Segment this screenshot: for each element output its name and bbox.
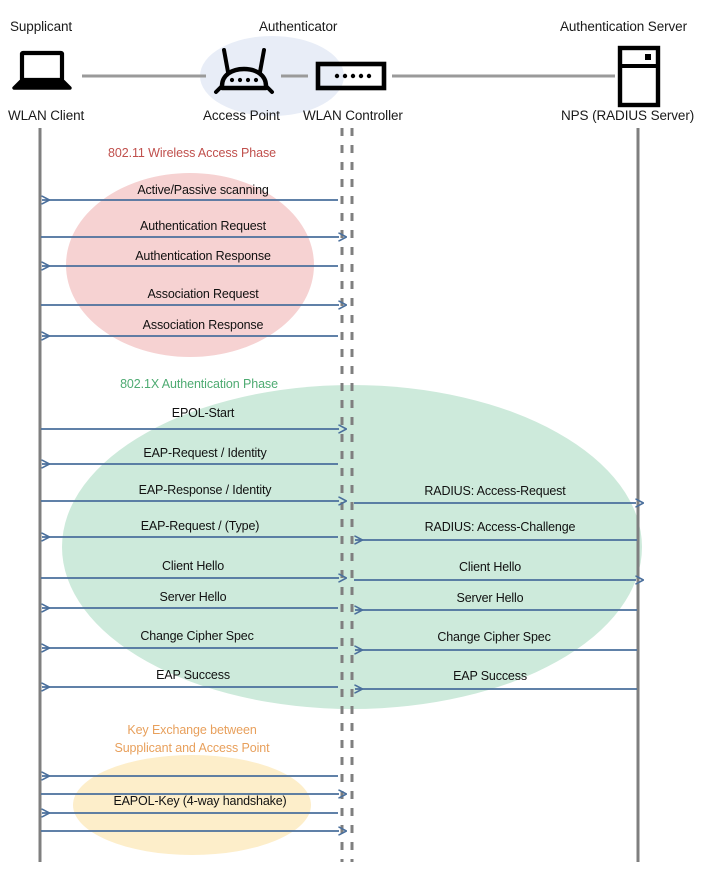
msg-label-eap-success-left: EAP Success	[156, 668, 230, 682]
actor-role-supplicant: Supplicant	[10, 19, 73, 34]
msg-label-client-hello-right: Client Hello	[458, 560, 522, 574]
dot1x-phase-ellipse	[62, 385, 642, 709]
phase-label-key-exchange-line1: Key Exchange between	[127, 723, 257, 737]
msg-label-eap-success-right: EAP Success	[453, 669, 527, 683]
msg-label-authentication-response: Authentication Response	[135, 249, 271, 263]
actor-name-wlan-client: WLAN Client	[8, 108, 85, 123]
msg-label-radius-access-challenge: RADIUS: Access-Challenge	[424, 520, 576, 534]
actor-name-access-point: Access Point	[203, 108, 280, 123]
server-icon	[617, 45, 661, 108]
access-point-icon	[214, 48, 274, 94]
actor-role-authenticator: Authenticator	[259, 19, 338, 34]
actor-name-nps-radius-server: NPS (RADIUS Server)	[561, 108, 695, 123]
msg-label-active-passive-scanning: Active/Passive scanning	[137, 183, 269, 197]
msg-label-eap-request-type: EAP-Request / (Type)	[140, 519, 260, 533]
dot1x-right-arrows	[354, 503, 637, 689]
phase-label-dot1x: 802.1X Authentication Phase	[120, 377, 278, 391]
msg-label-eap-response-identity: EAP-Response / Identity	[138, 483, 272, 497]
msg-label-server-hello-left: Server Hello	[159, 590, 227, 604]
laptop-icon	[12, 50, 72, 90]
msg-label-association-response: Association Response	[142, 318, 264, 332]
actor-role-authentication-server: Authentication Server	[560, 19, 687, 34]
msg-label-authentication-request: Authentication Request	[140, 219, 266, 233]
msg-label-server-hello-right: Server Hello	[456, 591, 524, 605]
phase-label-key-exchange: Key Exchange between Supplicant and Acce…	[77, 721, 307, 757]
msg-label-epol-start: EPOL-Start	[171, 406, 235, 420]
wireless-phase-arrows	[41, 200, 339, 336]
phase-label-wireless: 802.11 Wireless Access Phase	[108, 146, 276, 160]
msg-label-eapol-key-handshake: EAPOL-Key (4-way handshake)	[113, 794, 287, 808]
actor-name-wlan-controller: WLAN Controller	[303, 108, 403, 123]
msg-label-change-cipher-spec-right: Change Cipher Spec	[437, 630, 551, 644]
msg-label-eap-request-identity: EAP-Request / Identity	[143, 446, 267, 460]
key-phase-ellipse	[73, 755, 311, 855]
msg-label-radius-access-request: RADIUS: Access-Request	[424, 484, 566, 498]
msg-label-change-cipher-spec-left: Change Cipher Spec	[140, 629, 254, 643]
msg-label-association-request: Association Request	[147, 287, 259, 301]
authenticator-highlight-ellipse	[200, 36, 344, 116]
wlan-controller-icon	[315, 61, 387, 91]
phase-label-key-exchange-line2: Supplicant and Access Point	[114, 741, 270, 756]
wireless-phase-ellipse	[66, 173, 314, 357]
dot1x-left-arrows	[41, 429, 339, 687]
key-phase-arrows	[41, 776, 339, 831]
msg-label-client-hello-left: Client Hello	[161, 559, 225, 573]
